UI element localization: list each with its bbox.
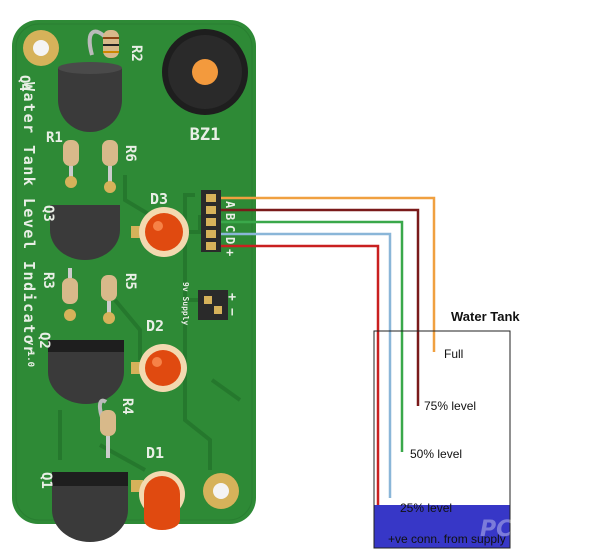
sensor-connector [201, 190, 221, 252]
watermark: PCBWay [480, 517, 581, 542]
water-tank [374, 331, 510, 548]
pcb-title: Water Tank Level Indicator [20, 82, 38, 356]
mounting-hole-top-left [23, 30, 59, 66]
label-bz1: BZ1 [190, 125, 221, 145]
transistor-q2 [48, 340, 124, 404]
tank-title: Water Tank [451, 309, 520, 324]
pin-d: D [223, 237, 237, 244]
supply-plus: + [224, 293, 239, 301]
pin-a: A [223, 201, 237, 209]
pcb-board: BZ1 Q4 R2 Water Tank Level Indicator v 1… [12, 20, 256, 542]
label-d1: D1 [146, 444, 164, 462]
pin-plus: + [223, 249, 237, 256]
pcb-version: v 1.0 [25, 340, 35, 367]
transistor-q1 [52, 472, 128, 542]
supply-label: 9v Supply [181, 282, 190, 326]
resistor-r1 [63, 140, 79, 188]
label-r6: R6 [122, 145, 138, 162]
label-q1: Q1 [38, 472, 54, 489]
buzzer-bz1 [162, 29, 248, 115]
supply-connector [198, 290, 228, 320]
pin-c: C [223, 225, 237, 232]
level-75-label: 75% level [424, 399, 476, 413]
label-d2: D2 [146, 317, 164, 335]
label-d3: D3 [150, 190, 168, 208]
label-r3: R3 [40, 272, 56, 289]
level-50-label: 50% level [410, 447, 462, 461]
label-r5: R5 [122, 273, 138, 290]
supply-minus: − [224, 308, 239, 316]
transistor-q4 [58, 62, 122, 132]
level-25-label: 25% level [400, 501, 452, 515]
pin-b: B [223, 213, 237, 220]
level-full-label: Full [444, 347, 463, 361]
label-q2: Q2 [36, 332, 52, 349]
label-r2: R2 [128, 45, 144, 62]
label-q3: Q3 [40, 205, 56, 222]
label-r4: R4 [119, 398, 135, 415]
label-r1: R1 [46, 130, 63, 146]
mounting-hole-bottom-right [203, 473, 239, 509]
